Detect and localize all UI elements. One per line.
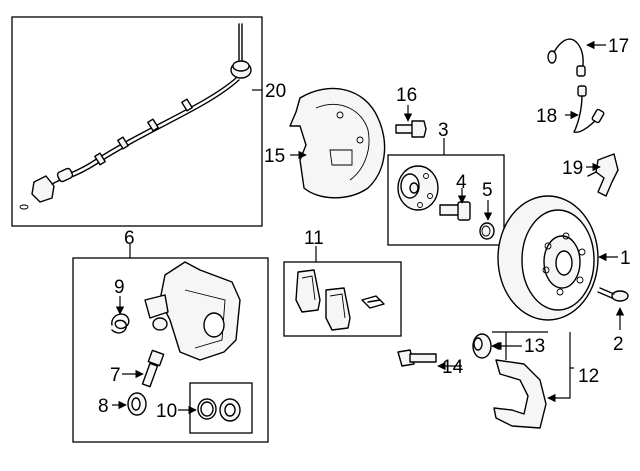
callout-11[interactable]: 11 [304, 228, 324, 249]
callout-2[interactable]: 2 [613, 334, 624, 355]
callout-5[interactable]: 5 [482, 180, 493, 201]
hub-box [387, 154, 505, 246]
callout-14[interactable]: 14 [442, 357, 464, 378]
callout-1[interactable]: 1 [620, 248, 631, 269]
hub-bolt-4[interactable] [439, 201, 471, 221]
callout-9[interactable]: 9 [114, 277, 125, 298]
wear-sensor-17[interactable] [551, 38, 584, 73]
callout-8[interactable]: 8 [98, 396, 109, 417]
callout-numbers: 1 2 3 4 5 6 7 8 9 10 11 12 13 14 15 16 1… [98, 36, 631, 422]
abs-cable-box [11, 16, 263, 227]
wheel-hub[interactable] [397, 165, 439, 211]
guide-bolt[interactable] [397, 349, 437, 367]
brake-backing-plate[interactable] [289, 87, 386, 199]
callout-19[interactable]: 19 [562, 158, 583, 179]
callout-16[interactable]: 16 [396, 85, 417, 106]
brake-pads-box [283, 261, 402, 337]
abs-sensor-cable[interactable] [19, 23, 252, 210]
callout-20[interactable]: 20 [265, 81, 286, 102]
callout-4[interactable]: 4 [456, 172, 467, 193]
callout-3[interactable]: 3 [438, 120, 449, 141]
brake-pads[interactable] [295, 269, 385, 331]
caliper-bracket[interactable] [493, 359, 547, 429]
callout-12[interactable]: 12 [578, 366, 599, 387]
seal-kit[interactable] [197, 398, 241, 422]
leader-lines [112, 40, 625, 415]
callout-13[interactable]: 13 [524, 336, 545, 357]
speed-sensor[interactable] [587, 153, 619, 197]
callout-18[interactable]: 18 [536, 106, 557, 127]
rotor-screw[interactable] [597, 287, 629, 302]
callout-15[interactable]: 15 [264, 146, 285, 167]
callout-7[interactable]: 7 [110, 365, 121, 386]
caliper-bushing[interactable] [127, 392, 147, 416]
bleeder-valve[interactable] [141, 349, 165, 388]
brake-caliper[interactable] [144, 261, 241, 361]
caliper-box [72, 257, 269, 443]
callout-6[interactable]: 6 [124, 228, 135, 249]
guide-bushing[interactable] [472, 333, 492, 359]
dust-cap-5[interactable] [479, 222, 495, 240]
caliper-spring[interactable] [111, 313, 130, 334]
wear-sensor-18[interactable] [573, 94, 599, 133]
callout-17[interactable]: 17 [608, 36, 629, 57]
brake-rotor[interactable] [497, 195, 599, 321]
bolt-16[interactable] [395, 120, 427, 138]
callout-10[interactable]: 10 [156, 401, 177, 422]
